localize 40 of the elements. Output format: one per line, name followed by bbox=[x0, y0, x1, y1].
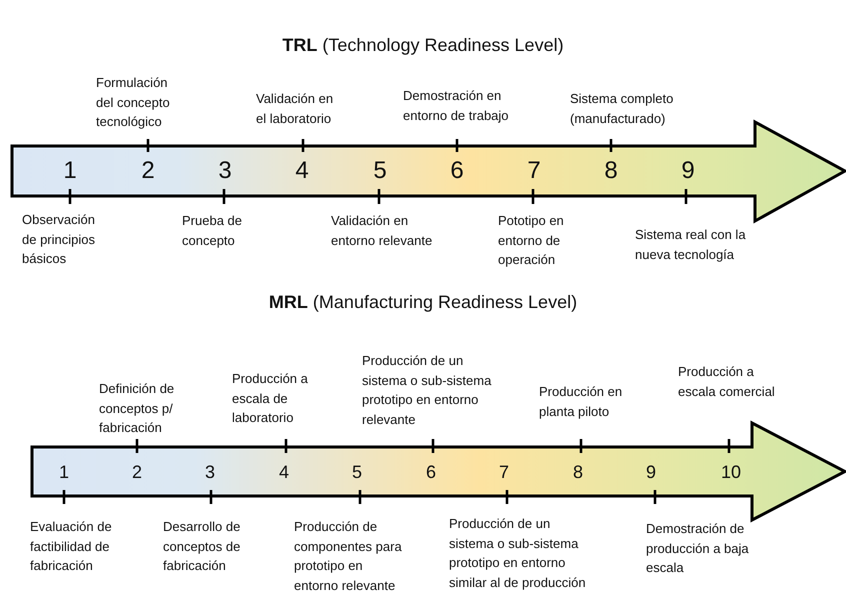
level-description: Demostración de producción a baja escala bbox=[646, 520, 750, 577]
level-number: 3 bbox=[218, 159, 232, 183]
level-description: Producción de un sistema o sub-sistema prototipo en entorno similar al de producción bbox=[449, 515, 587, 592]
level-number: 4 bbox=[295, 159, 309, 183]
level-number: 8 bbox=[573, 462, 583, 480]
level-description: Producción a escala de laboratorio bbox=[232, 370, 309, 427]
level-number: 8 bbox=[604, 159, 618, 183]
level-number: 9 bbox=[681, 159, 695, 183]
level-number: 1 bbox=[59, 462, 69, 480]
level-number: 1 bbox=[63, 159, 77, 183]
level-number: 7 bbox=[527, 159, 541, 183]
level-description: Producción de un sistema o sub-sistema prototipo en entorno relevante bbox=[362, 352, 492, 428]
level-description: Definición de conceptos p/ fabricación bbox=[99, 380, 176, 437]
heading: MRL (Manufacturing Readiness Level) bbox=[268, 291, 578, 314]
level-description: Sistema completo (manufacturado) bbox=[570, 90, 674, 128]
level-number: 7 bbox=[499, 462, 509, 480]
level-description: Desarrollo de conceptos de fabricación bbox=[163, 518, 242, 575]
level-description: Producción a escala comercial bbox=[678, 363, 776, 400]
level-description: Producción en planta piloto bbox=[539, 383, 624, 421]
level-number: 9 bbox=[646, 462, 656, 480]
level-number: 2 bbox=[132, 462, 142, 480]
level-number: 5 bbox=[352, 462, 362, 480]
level-number: 6 bbox=[450, 159, 464, 183]
level-description: Evaluación de factibilidad de fabricación bbox=[30, 518, 113, 575]
level-number: 4 bbox=[279, 462, 289, 480]
level-description: Prueba de concepto bbox=[182, 212, 243, 250]
level-number: 10 bbox=[720, 462, 742, 480]
level-description: Demostración en entorno de trabajo bbox=[403, 87, 510, 125]
level-number: 6 bbox=[426, 462, 436, 480]
level-description: Formulación del concepto tecnológico bbox=[96, 74, 171, 131]
heading: TRL (Technology Readiness Level) bbox=[282, 34, 564, 57]
level-description: Observación de principios básicos bbox=[22, 211, 96, 268]
level-number: 5 bbox=[373, 159, 387, 183]
level-description: Sistema real con la nueva tecnología bbox=[635, 226, 747, 264]
level-description: Producción de componentes para prototipo en entorno relevante bbox=[294, 518, 403, 593]
level-number: 3 bbox=[205, 462, 215, 480]
level-description: Validación en entorno relevante bbox=[331, 212, 434, 250]
level-description: Pototipo en entorno de operación bbox=[498, 212, 565, 269]
level-description: Validación en el laboratorio bbox=[256, 90, 334, 128]
level-number: 2 bbox=[141, 159, 155, 183]
